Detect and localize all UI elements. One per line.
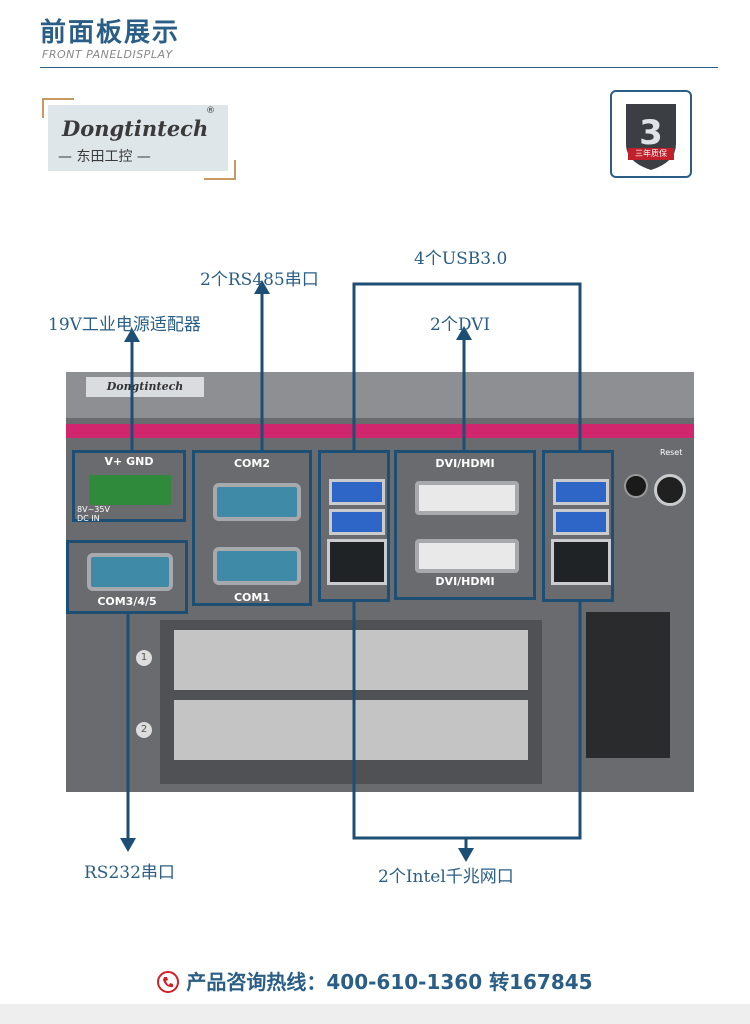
registered-mark: ® xyxy=(206,106,215,116)
audio-jack xyxy=(624,474,648,498)
callout-rs485: 2个RS485串口 xyxy=(200,270,319,290)
power-terminal-label: V+ GND xyxy=(104,455,154,468)
device-logo: Dongtintech xyxy=(86,377,204,397)
callout-usb: 4个USB3.0 xyxy=(414,249,508,269)
callout-dvi: 2个DVI xyxy=(430,315,491,335)
expansion-slot-1 xyxy=(174,630,528,690)
power-range-label: 8V~35V xyxy=(77,505,110,514)
contact-line: 产品咨询热线：400-610-1360 转167845 xyxy=(0,966,750,995)
dvi-port xyxy=(415,539,519,573)
vent-grille xyxy=(586,612,670,758)
lan-port xyxy=(551,539,611,585)
brand-logo: Dongtintech xyxy=(62,116,209,141)
svg-text:3: 3 xyxy=(639,113,663,153)
power-frame: V+ GND 8V~35V DC IN xyxy=(72,450,186,523)
reset-button[interactable] xyxy=(654,474,686,506)
expansion-slot-2 xyxy=(174,700,528,760)
usb-port xyxy=(329,509,385,535)
shield-icon: 3 xyxy=(626,104,676,170)
phone-icon xyxy=(157,971,180,993)
com1-port xyxy=(213,547,301,585)
dvi-bottom-label: DVI/HDMI xyxy=(435,575,495,588)
com345-frame: COM3/4/5 xyxy=(66,540,188,614)
reset-label: Reset xyxy=(660,448,683,457)
com12-frame: COM2 COM1 xyxy=(192,450,312,606)
dvi-frame: DVI/HDMI DVI/HDMI xyxy=(394,450,536,600)
title-divider xyxy=(40,67,718,68)
slot-number-2: 2 xyxy=(136,722,152,738)
usb-port xyxy=(553,479,609,505)
callout-lan: 2个Intel千兆网口 xyxy=(378,867,514,887)
hotline-text: 产品咨询热线：400-610-1360 转167845 xyxy=(186,970,593,994)
usb-port xyxy=(553,509,609,535)
callout-rs232: RS232串口 xyxy=(84,863,175,883)
com1-label: COM1 xyxy=(233,591,271,604)
brand-logo-cn: — 东田工控 — xyxy=(58,149,151,165)
usb-port xyxy=(329,479,385,505)
device-accent-stripe xyxy=(66,424,694,438)
warranty-text: 三年质保 xyxy=(635,149,667,158)
com2-label: COM2 xyxy=(233,457,271,470)
usb-lan-right-frame xyxy=(542,450,614,602)
warranty-badge: 3 三年质保 xyxy=(610,90,692,178)
brand-logo-panel xyxy=(48,105,228,171)
corner-bracket xyxy=(42,98,74,118)
dvi-top-label: DVI/HDMI xyxy=(435,457,495,470)
footer-bar xyxy=(0,1004,750,1024)
com345-port xyxy=(87,553,173,591)
power-dc-label: DC IN xyxy=(77,514,100,523)
slot-number-1: 1 xyxy=(136,650,152,666)
page-subtitle: FRONT PANELDISPLAY xyxy=(42,48,173,61)
dvi-port xyxy=(415,481,519,515)
com345-label: COM3/4/5 xyxy=(97,595,157,608)
usb-lan-left-frame xyxy=(318,450,390,602)
com2-port xyxy=(213,483,301,521)
corner-bracket xyxy=(204,160,236,180)
page-title: 前面板展示 xyxy=(40,18,181,48)
power-terminal xyxy=(89,475,171,505)
lan-port xyxy=(327,539,387,585)
callout-power: 19V工业电源适配器 xyxy=(48,315,201,335)
